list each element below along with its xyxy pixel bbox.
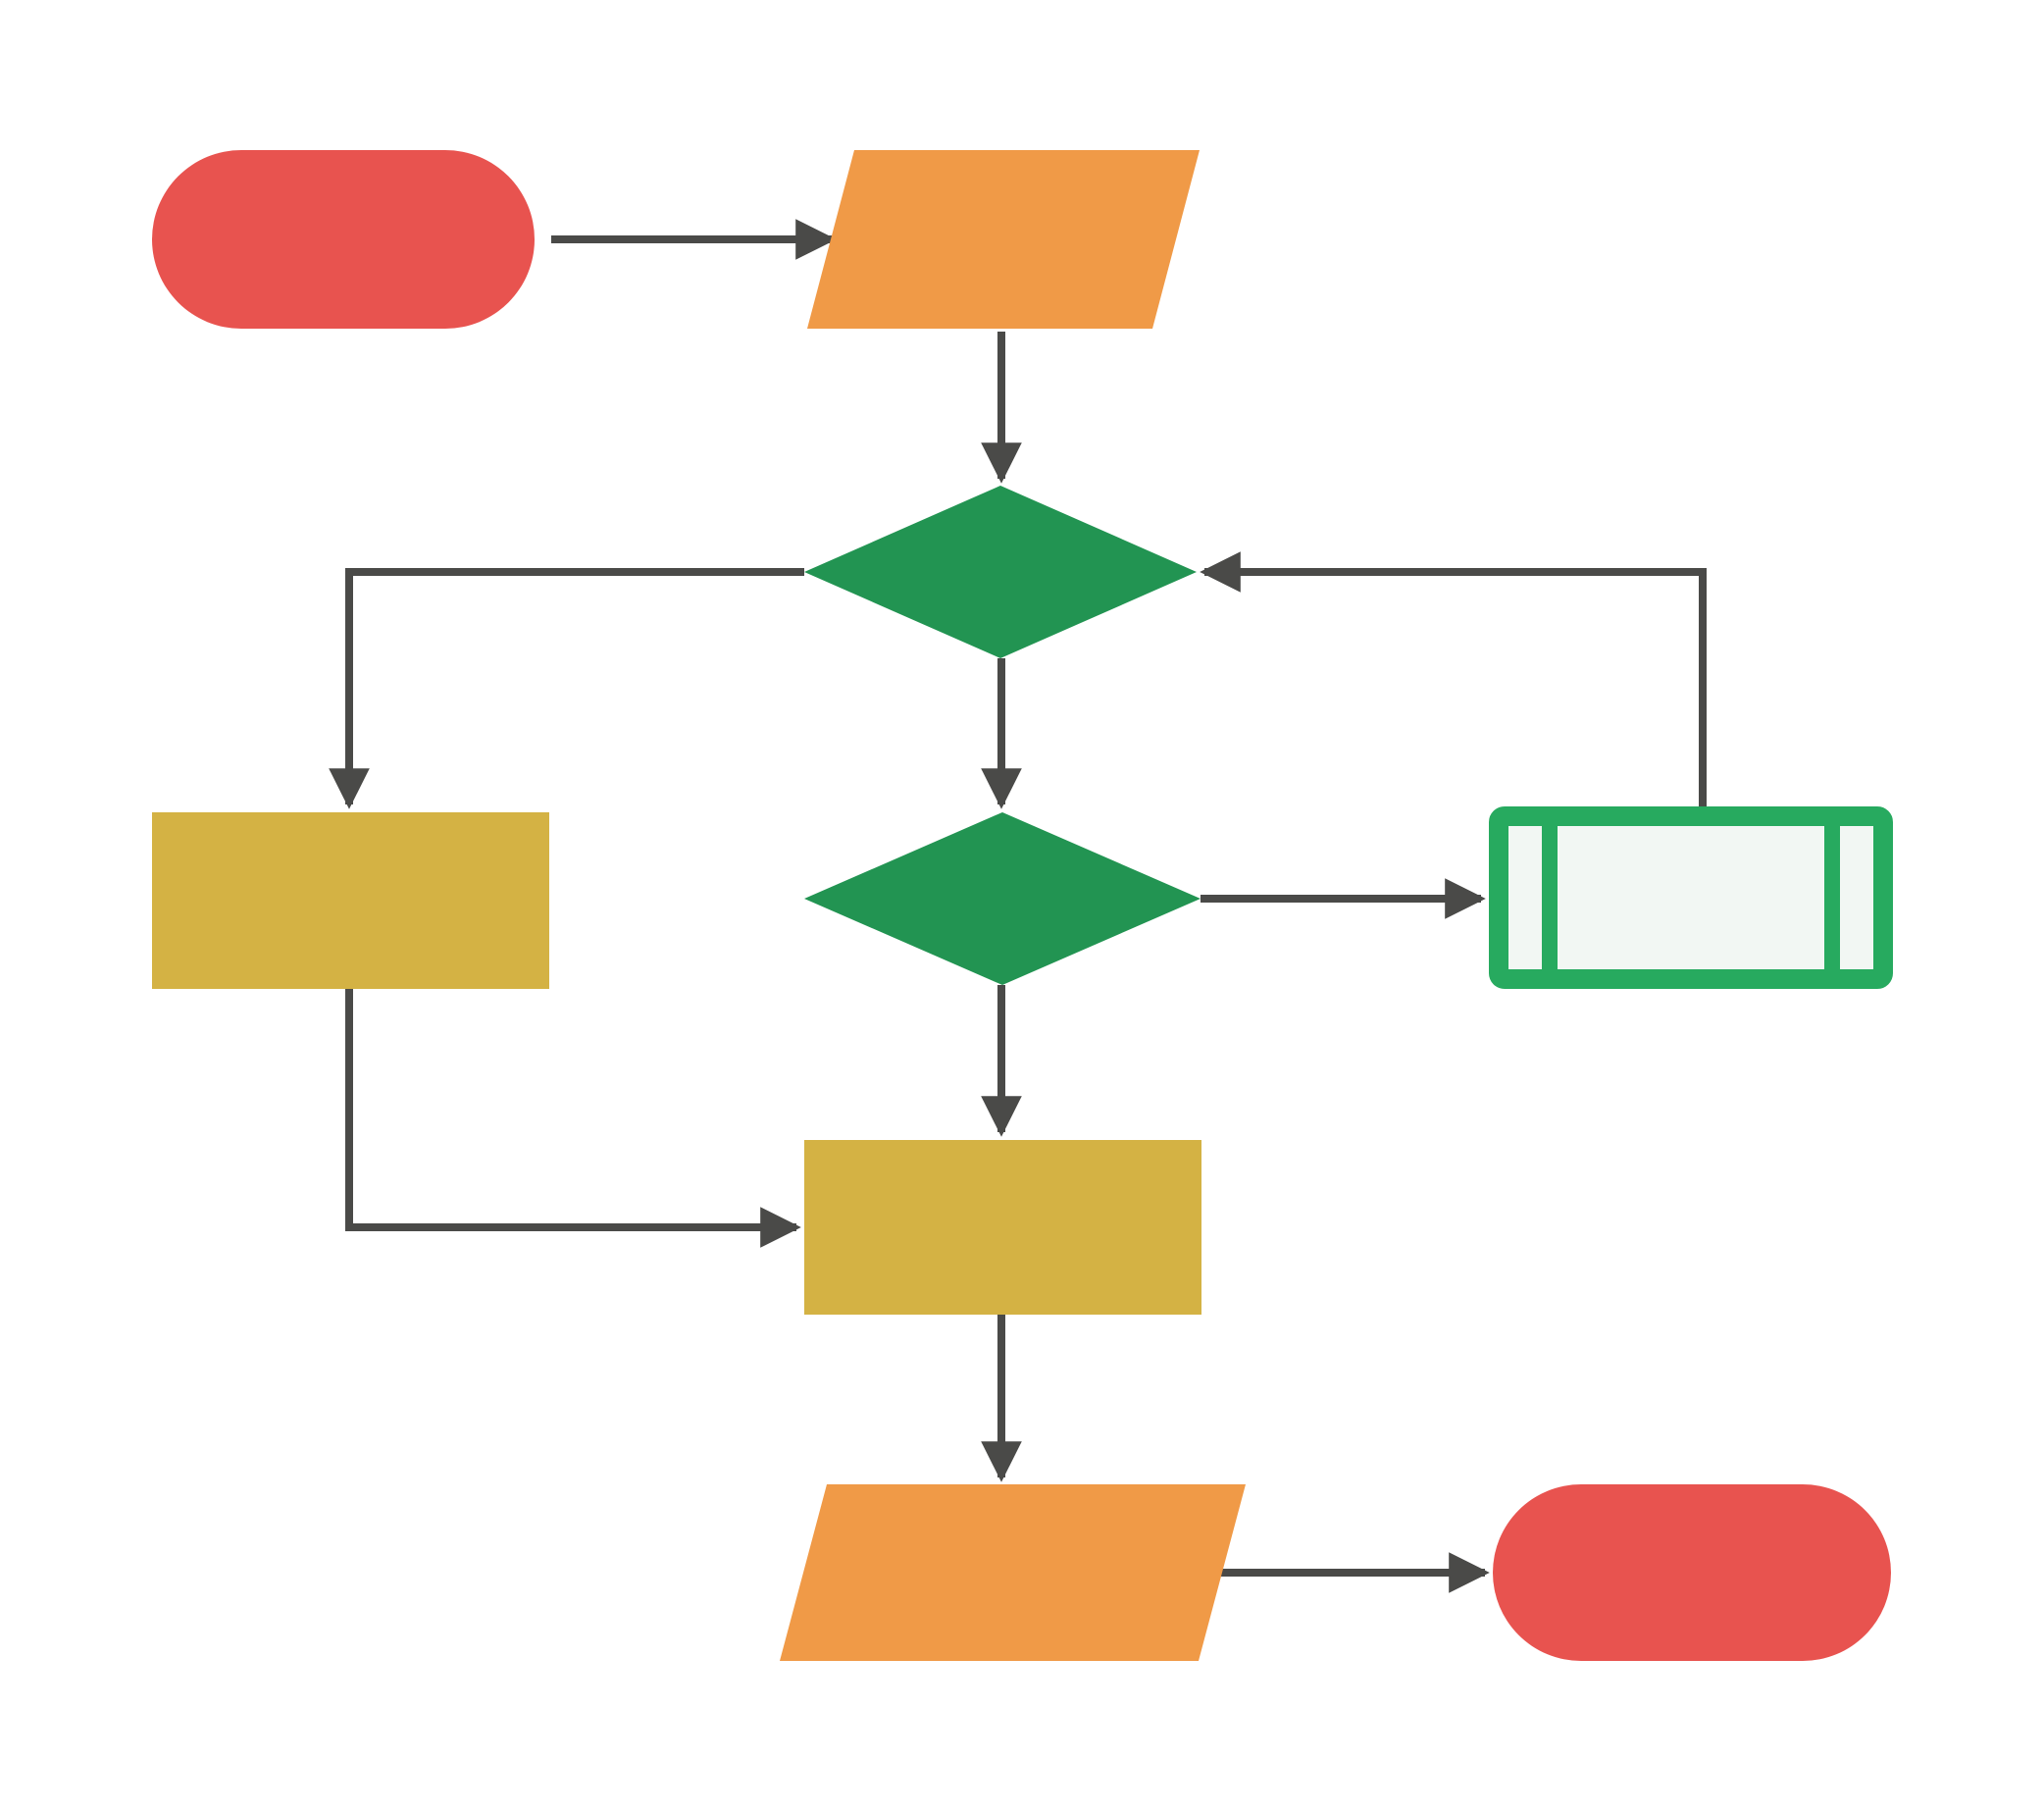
start-terminator[interactable] xyxy=(152,150,535,329)
left-process-box-shape xyxy=(152,812,549,989)
edge-subroutine-to-decision1 xyxy=(1200,551,1707,806)
left-process-box[interactable] xyxy=(152,812,549,989)
center-process-box-shape xyxy=(804,1140,1201,1315)
subroutine-box[interactable] xyxy=(1489,806,1893,989)
end-terminator-shape xyxy=(1493,1484,1891,1661)
input-parallelogram[interactable] xyxy=(807,150,1200,329)
subroutine-box-shape xyxy=(1489,806,1893,989)
center-process-box[interactable] xyxy=(804,1140,1201,1315)
output-parallelogram[interactable] xyxy=(780,1484,1246,1661)
end-terminator[interactable] xyxy=(1493,1484,1891,1661)
second-decision-diamond-shape xyxy=(804,812,1201,985)
second-decision-diamond[interactable] xyxy=(804,812,1201,985)
input-parallelogram-shape xyxy=(807,150,1200,329)
first-decision-diamond[interactable] xyxy=(804,486,1197,658)
edge-decision1-to-process-left xyxy=(329,568,804,809)
edges-layer xyxy=(329,219,1707,1593)
start-terminator-shape xyxy=(152,150,535,329)
output-parallelogram-shape xyxy=(780,1484,1246,1661)
first-decision-diamond-shape xyxy=(804,486,1197,658)
nodes-layer xyxy=(152,150,1893,1661)
edge-process-left-to-process-center xyxy=(345,989,801,1248)
